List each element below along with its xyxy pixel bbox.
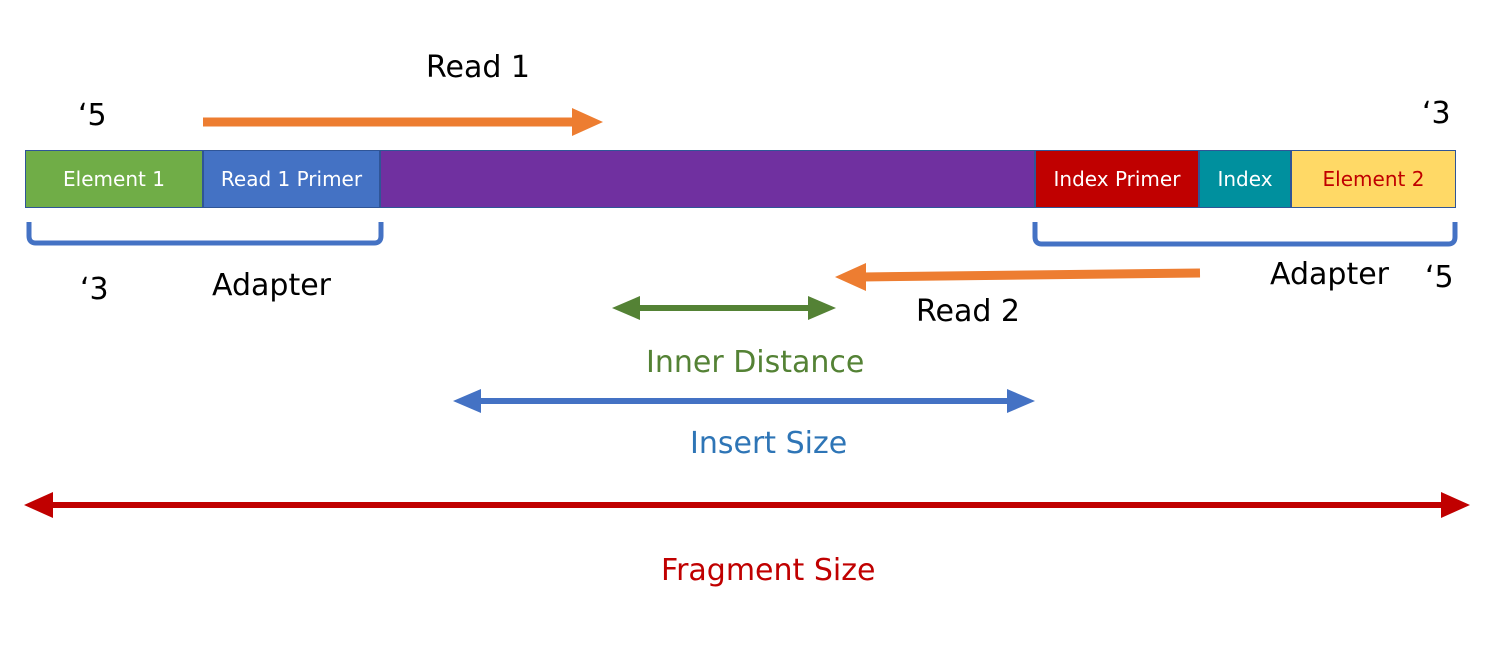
segment-label: Index	[1217, 167, 1273, 191]
read1-arrow	[203, 108, 603, 136]
adapter-right-bracket	[1032, 222, 1458, 247]
segment-index-primer: Index Primer	[1035, 150, 1199, 208]
segment-element-2: Element 2	[1291, 150, 1456, 208]
end-label-top-left: ‘5	[78, 98, 107, 133]
read1-label: Read 1	[426, 50, 531, 85]
insert-size-label: Insert Size	[690, 426, 848, 461]
segment-label: Index Primer	[1053, 167, 1181, 191]
segment-label: Element 1	[63, 167, 165, 191]
insert-size-arrow	[453, 389, 1035, 413]
segment-label: Read 1 Primer	[220, 167, 363, 191]
end-label-top-right: ‘3	[1422, 96, 1451, 131]
segment-insert	[380, 150, 1035, 208]
adapter-left-bracket	[26, 222, 384, 246]
inner-distance-arrow	[612, 296, 836, 320]
end-label-bottom-right: ‘5	[1425, 260, 1454, 295]
segment-read1-primer: Read 1 Primer	[203, 150, 380, 208]
segment-index: Index	[1199, 150, 1291, 208]
end-label-bottom-left: ‘3	[80, 272, 109, 307]
fragment-size-arrow	[24, 492, 1470, 518]
segment-label: Element 2	[1322, 167, 1425, 191]
read2-label: Read 2	[916, 294, 1021, 329]
read2-arrow	[835, 263, 1201, 291]
adapter-right-label: Adapter	[1270, 257, 1390, 292]
fragment-size-label: Fragment Size	[661, 553, 876, 588]
segment-element-1: Element 1	[25, 150, 203, 208]
adapter-left-label: Adapter	[212, 268, 332, 303]
inner-distance-label: Inner Distance	[646, 345, 865, 380]
